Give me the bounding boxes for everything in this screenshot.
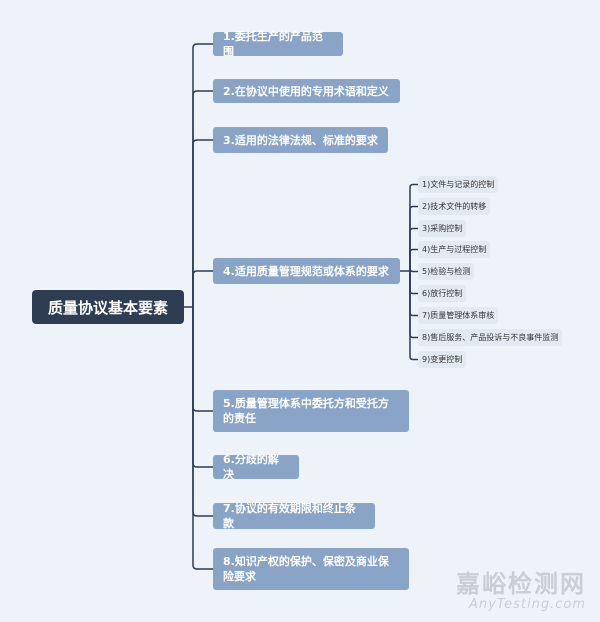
branch-connector-2	[192, 90, 213, 307]
leaf-connector-5	[409, 268, 418, 273]
leaf-connector-3	[409, 227, 418, 271]
leaf-connector-9	[409, 271, 418, 361]
watermark: 嘉峪检测网 AnyTesting.com	[456, 564, 586, 612]
watermark-en: AnyTesting.com	[468, 597, 586, 612]
branch-connector-5	[192, 307, 213, 412]
branch-node-5: 5.质量管理体系中委托方和受托方的责任	[213, 390, 409, 432]
leaf-connector-1	[409, 183, 418, 271]
root-node: 质量协议基本要素	[32, 290, 184, 324]
leaf-connector-8	[409, 271, 418, 339]
branch-connector-3	[192, 139, 213, 307]
branch-connector-4	[192, 270, 213, 307]
leaf-node-2: 2)技术文件的转移	[418, 198, 491, 215]
branch-connector-1	[192, 43, 213, 307]
leaf-node-8: 8)售后服务、产品投诉与不良事件监测	[418, 329, 563, 346]
leaf-node-9: 9)变更控制	[418, 351, 467, 368]
leaf-connector-2	[409, 205, 418, 271]
branch-node-8: 8.知识产权的保护、保密及商业保险要求	[213, 548, 409, 590]
leaf-connector-6	[409, 271, 418, 295]
leaf-node-4: 4)生产与过程控制	[418, 241, 491, 258]
branch-connector-8	[192, 307, 213, 570]
leaf-node-6: 6)放行控制	[418, 285, 467, 302]
branch-node-4: 4.适用质量管理规范或体系的要求	[213, 258, 400, 284]
branch-connector-6	[192, 307, 213, 468]
branch-node-7: 7.协议的有效期限和终止条款	[213, 502, 375, 530]
leaf-node-3: 3)采购控制	[418, 220, 467, 237]
branch-node-2: 2.在协议中使用的专用术语和定义	[213, 79, 400, 103]
watermark-cn: 嘉峪检测网	[456, 570, 586, 598]
branch-node-6: 6.分歧的解决	[213, 453, 299, 481]
branch-node-3: 3.适用的法律法规、标准的要求	[213, 127, 388, 153]
leaf-node-5: 5)检验与检测	[418, 263, 475, 280]
leaf-node-1: 1)文件与记录的控制	[418, 176, 499, 193]
leaf-connector-4	[409, 248, 418, 271]
leaf-node-7: 7)质量管理体系审核	[418, 307, 499, 324]
branch-node-1: 1.委托生产的产品范围	[213, 30, 343, 58]
